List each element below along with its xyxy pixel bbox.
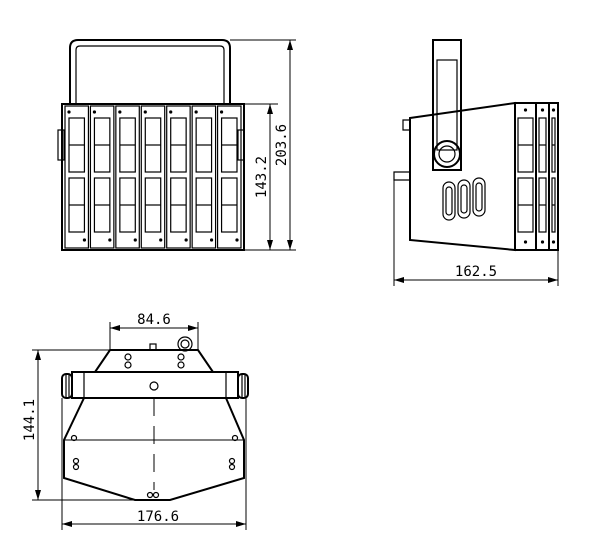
side-handle-arm (432, 39, 462, 171)
top-lower-housing (63, 397, 245, 501)
dimension-front-total-height: 203.6 (230, 39, 296, 251)
front-body (61, 103, 245, 251)
dimension-total-width: 176.6 (61, 398, 247, 530)
dimension-label-143-2: 143.2 (254, 156, 270, 198)
dimension-label-203-6: 203.6 (274, 124, 290, 166)
front-module (115, 105, 140, 249)
dimension-label-144-1: 144.1 (22, 399, 38, 441)
side-module (514, 102, 537, 251)
top-left-knob (61, 373, 73, 399)
front-handle (69, 39, 231, 104)
side-modules (514, 102, 559, 251)
side-module (535, 102, 550, 251)
dimension-side-depth: 162.5 (393, 180, 559, 286)
dimension-label-176-6: 176.6 (137, 509, 179, 525)
side-vents (442, 177, 486, 221)
front-module (166, 105, 191, 249)
front-view (57, 39, 245, 251)
top-cross-bar (71, 371, 239, 399)
side-view (393, 39, 559, 252)
front-module (191, 105, 217, 249)
front-module (140, 105, 166, 249)
front-module (89, 105, 115, 249)
top-right-knob (237, 373, 249, 399)
dimension-label-84-6: 84.6 (137, 312, 171, 328)
side-knob (433, 140, 461, 168)
top-upper-plate (93, 349, 215, 373)
dimension-top-width: 84.6 (109, 312, 199, 350)
dimension-front-body-height: 143.2 (244, 103, 278, 251)
front-modules (64, 105, 242, 249)
top-view (61, 336, 249, 501)
front-module (216, 105, 242, 249)
side-body (409, 101, 516, 252)
dimension-top-depth: 144.1 (22, 349, 135, 501)
dimension-label-162-5: 162.5 (455, 264, 497, 280)
front-module (64, 105, 90, 249)
side-module (548, 102, 559, 251)
